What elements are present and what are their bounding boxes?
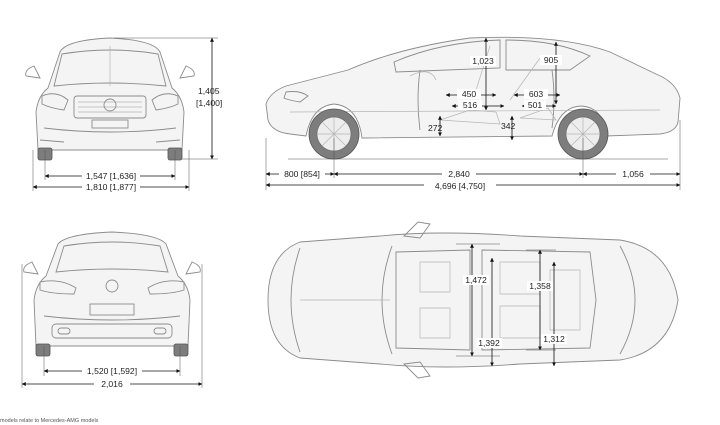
footnote: models relate to Mercedes-AMG models [0, 418, 99, 424]
rear-dimensions: 1,520 [1,592] 2,016 [21, 264, 203, 389]
top-view [267, 221, 679, 379]
top-dimensions: 1,472 1,392 1,358 1,312 [456, 243, 567, 367]
front-width-label: 1,810 [1,877] [86, 182, 136, 192]
rear-overhang-label: 1,056 [622, 169, 644, 179]
front-dimensions: 1,547 [1,636] 1,810 [1,877] 1,405 [1,400… [32, 37, 222, 192]
seat-front-b-label: 516 [463, 100, 478, 110]
seat-rear-a-label: 603 [529, 89, 544, 99]
rear-track-label: 1,520 [1,592] [87, 366, 137, 376]
headroom-front-label: 1,023 [472, 56, 494, 66]
height-alt-label: [1,400] [196, 98, 222, 108]
front-overhang-label: 800 [854] [284, 169, 320, 179]
height-label: 1,405 [198, 86, 220, 96]
side-view [265, 36, 681, 160]
elbow-front-label: 1,392 [478, 338, 500, 348]
width-mirrors-label: 2,016 [101, 379, 123, 389]
shoulder-rear-label: 1,358 [529, 281, 551, 291]
seat-rear-b-label: 501 [528, 100, 543, 110]
front-track-label: 1,547 [1,636] [86, 171, 136, 181]
wheelbase-label: 2,840 [448, 169, 470, 179]
seat-height-front-label: 272 [428, 123, 443, 133]
seat-front-a-label: 450 [462, 89, 477, 99]
elbow-rear-label: 1,312 [543, 334, 565, 344]
front-view [25, 37, 195, 161]
shoulder-front-label: 1,472 [465, 275, 487, 285]
side-dimensions: 800 [854] 2,840 1,056 4,696 [4,750] 1,02… [265, 37, 681, 191]
headroom-rear-label: 905 [544, 55, 559, 65]
rear-view [23, 231, 201, 357]
seat-height-rear-label: 342 [501, 121, 516, 131]
length-label: 4,696 [4,750] [435, 181, 485, 191]
